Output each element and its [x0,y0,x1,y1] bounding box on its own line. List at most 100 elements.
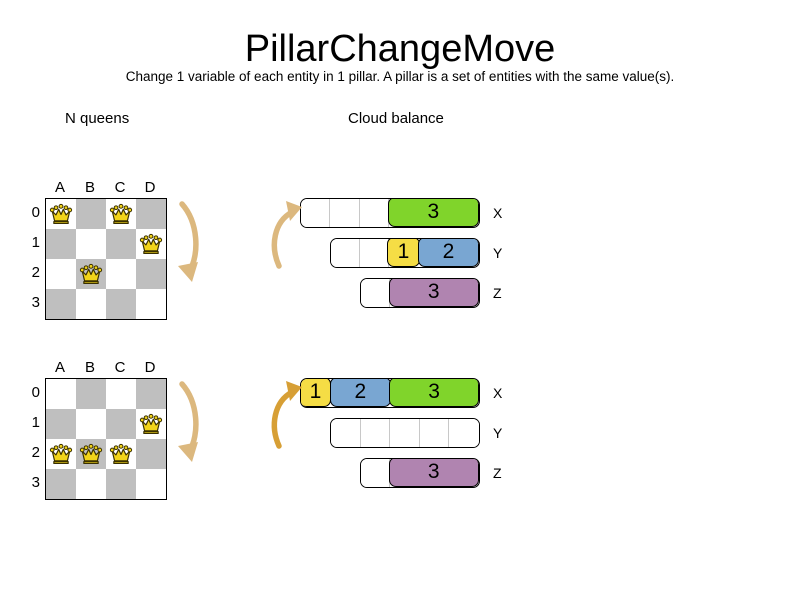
section-label-nqueens: N queens [65,110,130,127]
board-col-label-D: D [144,179,156,196]
board-cell-B1[interactable] [76,229,106,259]
cloud-process-2[interactable]: 2 [329,379,391,407]
board-cell-B2[interactable] [76,439,106,469]
board-cell-C1[interactable] [106,409,136,439]
board-cell-B3[interactable] [76,469,106,499]
cloud-machine-bar-y[interactable] [330,418,480,448]
board-row-label-2: 2 [31,264,40,281]
cloud-empty-cell [331,419,361,447]
cloud-machine-label-x: X [493,385,503,401]
board-cell-A2[interactable] [46,259,76,289]
cloud-machine-label-y: Y [493,425,503,441]
board-row-label-0: 0 [31,204,40,221]
cloud-process-3[interactable]: 3 [389,379,479,407]
chessboard-grid[interactable] [45,378,167,500]
cloud-process-3[interactable]: 3 [388,279,479,307]
board-row-label-0: 0 [31,384,40,401]
queen-icon [79,263,103,285]
cloud-empty-cell [359,199,390,227]
board-cell-D0[interactable] [136,199,166,229]
board-cell-D2[interactable] [136,439,166,469]
cloud-machine-label-z: Z [493,465,502,481]
board-col-label-A: A [54,359,65,376]
board-cell-D2[interactable] [136,259,166,289]
board-cell-A1[interactable] [46,229,76,259]
board-row [46,259,166,289]
cloud-machine-label-y: Y [493,245,503,261]
cloud-empty-cell [449,419,479,447]
board-cell-A3[interactable] [46,469,76,499]
board-cell-A1[interactable] [46,409,76,439]
section-label-cloud-balance: Cloud balance [348,110,444,127]
board-col-label-B: B [84,359,95,376]
cloud-empty-cell [360,239,389,267]
board-cell-C2[interactable] [106,259,136,289]
cloud-process-1[interactable]: 1 [387,239,420,267]
queen-icon [79,443,103,465]
cloud-empty-cell [330,199,360,227]
board-cell-C1[interactable] [106,229,136,259]
board-row-label-3: 3 [31,474,40,491]
board-cell-A2[interactable] [46,439,76,469]
cloud-process-3[interactable]: 3 [388,459,479,487]
board-cell-B2[interactable] [76,259,106,289]
page-subtitle: Change 1 variable of each entity in 1 pi… [125,69,675,84]
cloud-machine-label-x: X [493,205,503,221]
board-cell-D3[interactable] [136,469,166,499]
board-cell-C3[interactable] [106,289,136,319]
board-cell-A0[interactable] [46,379,76,409]
cloud-empty-cell [361,279,391,307]
page-title: PillarChangeMove [244,28,556,70]
board-col-label-B: B [84,179,95,196]
cloud-process-3[interactable]: 3 [387,199,479,227]
cloud-machine-bar-z[interactable]: 3 [360,278,480,308]
cloud-machine-bar-z[interactable]: 3 [360,458,480,488]
board-cell-B0[interactable] [76,379,106,409]
board-row [46,229,166,259]
cloud-empty-cell [360,419,391,447]
chessboard-grid[interactable] [45,198,167,320]
board-cell-A0[interactable] [46,199,76,229]
board-cell-C0[interactable] [106,199,136,229]
board-cell-C0[interactable] [106,379,136,409]
cloud-machine-label-z: Z [493,285,502,301]
cloud-empty-cell [331,239,360,267]
queen-icon [109,443,133,465]
board-cell-C3[interactable] [106,469,136,499]
board-cell-D0[interactable] [136,379,166,409]
board-cell-D3[interactable] [136,289,166,319]
board-cell-A3[interactable] [46,289,76,319]
board-cell-B3[interactable] [76,289,106,319]
board-column-labels: A B C D [45,180,165,196]
queens-move-arrow-top [178,201,199,282]
board-cell-B0[interactable] [76,199,106,229]
board-cell-D1[interactable] [136,229,166,259]
queen-icon [139,413,163,435]
cloud-move-arrow-bottom [271,381,302,449]
cloud-process-1[interactable]: 1 [301,379,332,407]
board-row [46,379,166,409]
board-cell-C2[interactable] [106,439,136,469]
board-row [46,289,166,319]
cloud-machine-bar-x[interactable]: 3 [300,198,480,228]
cloud-empty-cell [301,199,331,227]
board-row [46,439,166,469]
queens-move-arrow-bottom [178,381,199,462]
board-col-label-A: A [54,179,65,196]
board-col-label-C: C [114,179,126,196]
queen-icon [109,203,133,225]
board-cell-D1[interactable] [136,409,166,439]
board-row-label-1: 1 [31,234,40,251]
queen-icon [49,443,73,465]
cloud-process-2[interactable]: 2 [417,239,479,267]
board-cell-B1[interactable] [76,409,106,439]
board-row [46,409,166,439]
board-row [46,469,166,499]
